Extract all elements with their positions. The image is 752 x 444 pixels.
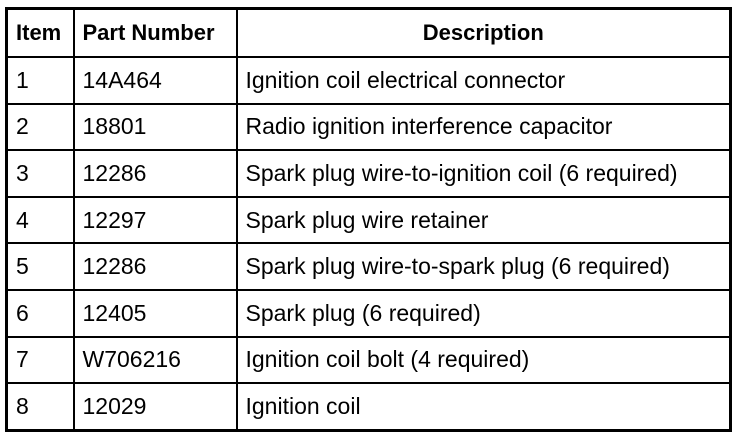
table-row: 2 18801 Radio ignition interference capa… <box>5 102 732 152</box>
table-row: 3 12286 Spark plug wire-to-ignition coil… <box>5 149 732 198</box>
part-number-cell: 12286 <box>72 242 238 291</box>
part-number-cell: 18801 <box>72 102 238 152</box>
part-number-cell: 12297 <box>72 195 238 245</box>
parts-table: Item Part Number Description 1 14A464 Ig… <box>5 7 732 432</box>
description-cell: Spark plug wire-to-spark plug (6 require… <box>235 242 732 291</box>
description-cell: Ignition coil electrical connector <box>235 56 732 105</box>
item-cell: 6 <box>5 288 75 338</box>
description-cell: Spark plug wire retainer <box>235 195 732 245</box>
parts-table-container: Item Part Number Description 1 14A464 Ig… <box>5 7 732 432</box>
item-cell: 8 <box>5 382 75 432</box>
column-header-description: Description <box>235 7 732 58</box>
item-cell: 4 <box>5 195 75 245</box>
table-row: 7 W706216 Ignition coil bolt (4 required… <box>5 335 732 385</box>
item-cell: 5 <box>5 242 75 291</box>
column-header-part-number: Part Number <box>72 7 238 58</box>
table-row: 6 12405 Spark plug (6 required) <box>5 288 732 338</box>
table-row: 1 14A464 Ignition coil electrical connec… <box>5 56 732 105</box>
description-cell: Ignition coil <box>235 382 732 432</box>
part-number-cell: 12405 <box>72 288 238 338</box>
part-number-cell: 14A464 <box>72 56 238 105</box>
description-cell: Spark plug wire-to-ignition coil (6 requ… <box>235 149 732 198</box>
description-cell: Radio ignition interference capacitor <box>235 102 732 152</box>
table-row: 8 12029 Ignition coil <box>5 382 732 432</box>
column-header-item: Item <box>5 7 75 58</box>
item-cell: 7 <box>5 335 75 385</box>
description-cell: Ignition coil bolt (4 required) <box>235 335 732 385</box>
part-number-cell: 12286 <box>72 149 238 198</box>
part-number-cell: 12029 <box>72 382 238 432</box>
item-cell: 3 <box>5 149 75 198</box>
table-row: 5 12286 Spark plug wire-to-spark plug (6… <box>5 242 732 291</box>
item-cell: 2 <box>5 102 75 152</box>
table-header-row: Item Part Number Description <box>5 7 732 58</box>
item-cell: 1 <box>5 56 75 105</box>
description-cell: Spark plug (6 required) <box>235 288 732 338</box>
table-row: 4 12297 Spark plug wire retainer <box>5 195 732 245</box>
part-number-cell: W706216 <box>72 335 238 385</box>
